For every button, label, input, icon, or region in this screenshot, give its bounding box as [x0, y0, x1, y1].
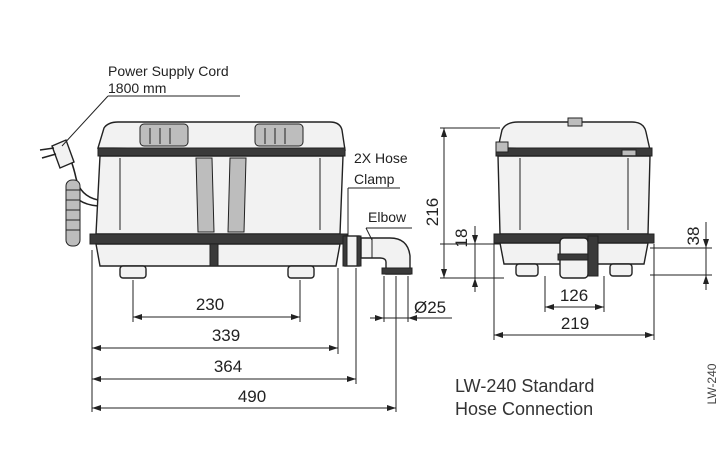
dim-364-label: 364 [214, 357, 242, 376]
model-tag: LW-240 [705, 363, 719, 404]
dim-18: 18 [452, 226, 478, 292]
dim-216-label: 216 [423, 198, 442, 226]
dim-216: 216 [423, 128, 447, 278]
dim-230-label: 230 [196, 295, 224, 314]
dim-490: 490 [92, 387, 396, 411]
dim-219-label: 219 [561, 314, 589, 333]
power-cord [39, 139, 99, 247]
power-cord-label-line1: Power Supply Cord [108, 63, 229, 79]
dim-339-label: 339 [212, 326, 240, 345]
hose-clamp-label-line1: 2X Hose [354, 150, 408, 166]
dim-490-label: 490 [238, 387, 266, 406]
caption-line1: LW-240 Standard [455, 376, 594, 396]
dim-230: 230 [133, 295, 300, 320]
dim-364: 364 [92, 357, 356, 382]
dim-126-label: 126 [560, 286, 588, 305]
hose-clamp-label-line2: Clamp [354, 171, 395, 187]
side-view-blower [493, 117, 655, 279]
dim-219: 219 [494, 314, 654, 338]
dim-diameter-25: Ø25 [370, 298, 452, 321]
power-cord-label-line2: 1800 mm [108, 80, 166, 96]
elbow-label: Elbow [368, 209, 407, 225]
dim-38: 38 [684, 222, 709, 290]
dim-339: 339 [92, 326, 338, 351]
dim-18-label: 18 [452, 229, 471, 248]
dim-38-label: 38 [684, 227, 703, 246]
front-view-blower [89, 121, 348, 279]
dim-diameter-25-label: Ø25 [414, 298, 446, 317]
caption-line2: Hose Connection [455, 399, 593, 419]
dim-126: 126 [545, 286, 604, 310]
hose-connection [342, 235, 413, 275]
